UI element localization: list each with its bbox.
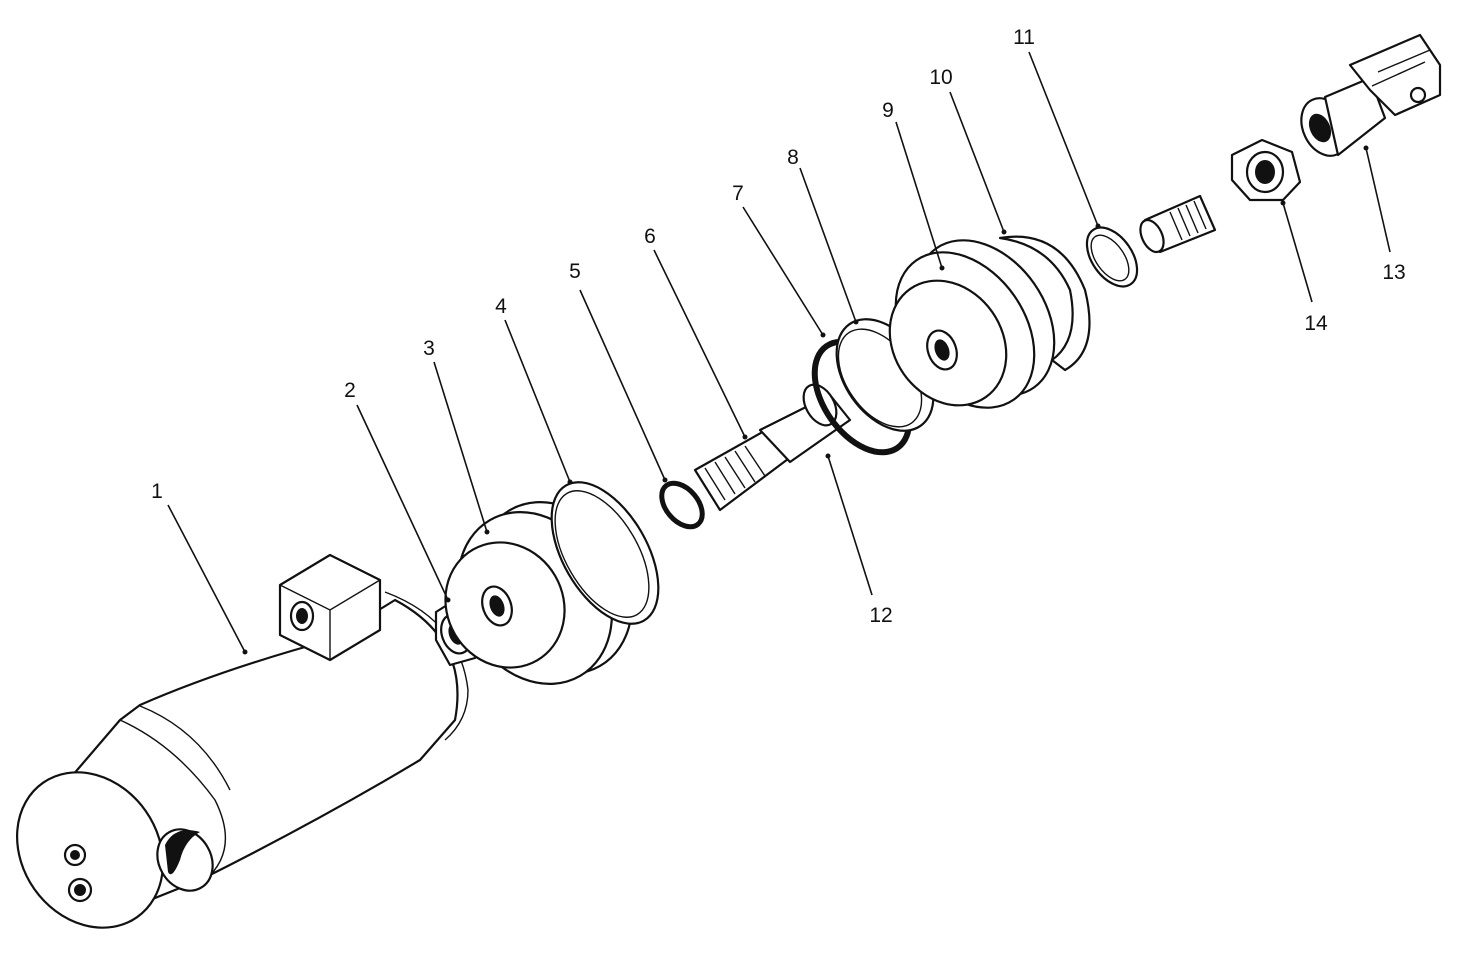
callout-13: 13 [1382, 261, 1405, 284]
leader-7 [742, 206, 824, 336]
callout-14: 14 [1304, 312, 1328, 335]
callout-labels: 1 2 3 4 5 6 7 8 9 10 11 12 13 14 [151, 26, 1406, 627]
callout-5: 5 [569, 260, 581, 283]
callout-9: 9 [882, 99, 894, 122]
part-14-hex-nut [1230, 138, 1302, 202]
leader-4 [504, 319, 571, 483]
part-6-shaft [693, 383, 852, 512]
leader-10 [949, 91, 1005, 233]
leader-11 [1028, 51, 1099, 227]
callout-1: 1 [151, 480, 163, 503]
callout-10: 10 [929, 66, 952, 89]
part-4-ring [550, 481, 660, 625]
threaded-stud [1139, 194, 1217, 254]
part-9-piston [888, 239, 1056, 409]
leader-lines [167, 51, 1391, 655]
leader-14 [1282, 202, 1313, 303]
leader-3 [433, 361, 488, 533]
part-13-clevis [1300, 33, 1442, 157]
callout-3: 3 [423, 337, 435, 360]
leader-2 [356, 404, 449, 601]
callout-8: 8 [787, 146, 799, 169]
part-11-ring [1085, 226, 1139, 288]
leader-12 [827, 455, 873, 596]
callout-12: 12 [869, 604, 892, 627]
part-10-snap-ring [998, 235, 1091, 372]
callout-4: 4 [495, 295, 507, 318]
callout-7: 7 [732, 182, 744, 205]
part-1-cylinder-body [15, 553, 469, 929]
leader-1 [167, 504, 246, 653]
leader-9 [895, 121, 943, 269]
callout-11: 11 [1013, 26, 1035, 49]
leader-5 [579, 289, 666, 481]
callout-6: 6 [644, 225, 656, 248]
leader-6 [653, 249, 746, 438]
leader-8 [799, 167, 857, 323]
callout-2: 2 [344, 379, 356, 402]
leader-13 [1365, 147, 1391, 253]
part-5-o-ring [659, 480, 705, 530]
